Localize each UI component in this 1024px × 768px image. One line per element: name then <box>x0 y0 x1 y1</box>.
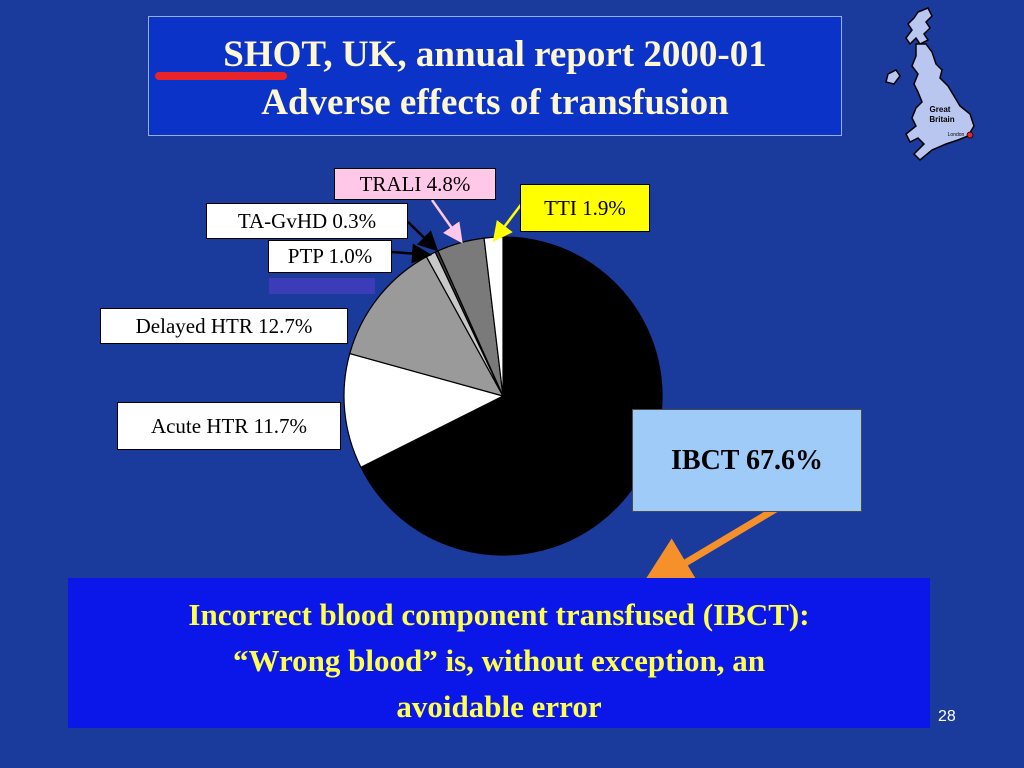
pie-slice-acute-htr <box>343 352 505 469</box>
decorative-bar <box>269 278 375 294</box>
conclusion-line-3: avoidable error <box>396 689 602 724</box>
slice-label-ptp: PTP 1.0% <box>268 240 392 273</box>
map-label-london: London <box>948 132 965 138</box>
slice-label-delayed-htr: Delayed HTR 12.7% <box>100 308 348 344</box>
ibct-arrow <box>637 500 786 592</box>
red-underline-mark <box>155 72 287 80</box>
great-britain-map-icon: Great Britain London <box>885 7 975 162</box>
conclusion-line-1: Incorrect blood component transfused (IB… <box>188 597 810 632</box>
slice-label-ta-gvhd: TA-GvHD 0.3% <box>206 203 408 239</box>
title-box: SHOT, UK, annual report 2000-01 Adverse … <box>148 16 842 136</box>
map-label-britain: Britain <box>929 115 954 124</box>
slide-subtitle: Adverse effects of transfusion <box>261 82 729 123</box>
slide-number: 28 <box>938 708 956 725</box>
leader-trali <box>430 199 463 244</box>
map-label-great: Great <box>930 105 951 114</box>
slice-label-tti: TTI 1.9% <box>520 184 650 232</box>
slide-title: SHOT, UK, annual report 2000-01 <box>223 34 767 75</box>
conclusion-box: Incorrect blood component transfused (IB… <box>68 578 930 728</box>
slice-label-ibct: IBCT 67.6% <box>632 409 862 512</box>
leader-ptp <box>391 243 432 264</box>
leader-ta-gvhd <box>407 221 439 252</box>
slice-label-acute-htr: Acute HTR 11.7% <box>117 402 341 450</box>
leader-tti <box>492 201 524 243</box>
conclusion-line-2: “Wrong blood” is, without exception, an <box>233 643 765 678</box>
slice-label-trali: TRALI 4.8% <box>334 168 496 200</box>
